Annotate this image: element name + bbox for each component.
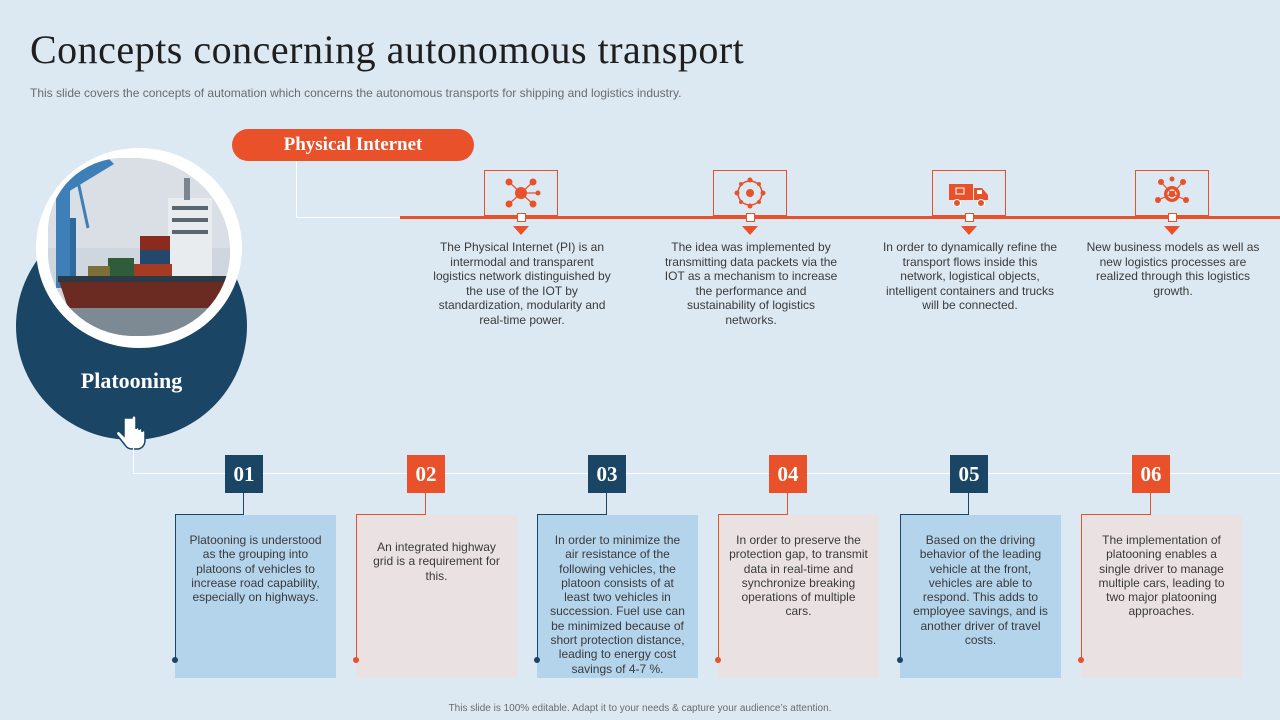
down-arrow-icon: [742, 226, 758, 235]
step-text: In order to preserve the protection gap,…: [729, 533, 868, 619]
step-text: Platooning is understood as the grouping…: [189, 533, 322, 605]
down-arrow-icon: [961, 226, 977, 235]
step-card: An integrated highway grid is a requirem…: [353, 515, 517, 678]
step-card: Platooning is understood as the grouping…: [172, 515, 336, 678]
pi-item-text: The idea was implemented by transmitting…: [664, 240, 838, 327]
step-number: 06: [1132, 455, 1170, 493]
timeline-node: [746, 213, 755, 222]
steps-line: [133, 473, 1280, 474]
connector-line: [296, 217, 400, 218]
down-arrow-icon: [1164, 226, 1180, 235]
timeline-node: [965, 213, 974, 222]
step-connector: [787, 493, 788, 515]
step-text: In order to minimize the air resistance …: [550, 533, 685, 676]
footer-note: This slide is 100% editable. Adapt it to…: [448, 703, 832, 714]
pi-item-text: New business models as well as new logis…: [1086, 240, 1260, 298]
step-text: The implementation of platooning enables…: [1098, 533, 1225, 619]
step-connector: [175, 514, 244, 515]
step-text: An integrated highway grid is a requirem…: [373, 540, 500, 583]
step-number: 01: [225, 455, 263, 493]
step-connector: [900, 514, 969, 515]
down-arrow-icon: [513, 226, 529, 235]
cargo-ship-photo: [48, 158, 230, 336]
step-connector: [606, 493, 607, 515]
step-connector: [968, 493, 969, 515]
timeline-line: [400, 216, 1280, 219]
timeline-node: [517, 213, 526, 222]
pointer-hand-icon: [112, 414, 148, 454]
connector-line: [296, 161, 297, 218]
business-network-icon: [1135, 170, 1209, 216]
step-number: 05: [950, 455, 988, 493]
step-number: 02: [407, 455, 445, 493]
step-number: 04: [769, 455, 807, 493]
step-connector: [243, 493, 244, 515]
pi-item-text: The Physical Internet (PI) is an intermo…: [433, 240, 611, 327]
step-connector: [1150, 493, 1151, 515]
step-connector: [537, 514, 607, 515]
step-card: In order to preserve the protection gap,…: [715, 515, 879, 678]
pi-item-text: In order to dynamically refine the trans…: [882, 240, 1058, 312]
page-subtitle: This slide covers the concepts of automa…: [30, 86, 682, 100]
step-card: In order to minimize the air resistance …: [534, 515, 698, 678]
step-card: The implementation of platooning enables…: [1078, 515, 1242, 678]
timeline-node: [1168, 213, 1177, 222]
page-title: Concepts concerning autonomous transport: [30, 27, 745, 72]
globe-network-icon: [713, 170, 787, 216]
step-connector: [356, 514, 426, 515]
platooning-label: Platooning: [80, 368, 183, 393]
connector-line: [133, 440, 134, 473]
step-text: Based on the driving behavior of the lea…: [913, 533, 1048, 648]
step-connector: [718, 514, 788, 515]
network-people-icon: [484, 170, 558, 216]
delivery-truck-icon: [932, 170, 1006, 216]
step-number: 03: [588, 455, 626, 493]
step-card: Based on the driving behavior of the lea…: [897, 515, 1061, 678]
step-connector: [425, 493, 426, 515]
physical-internet-label: Physical Internet: [232, 129, 474, 161]
step-connector: [1081, 514, 1151, 515]
